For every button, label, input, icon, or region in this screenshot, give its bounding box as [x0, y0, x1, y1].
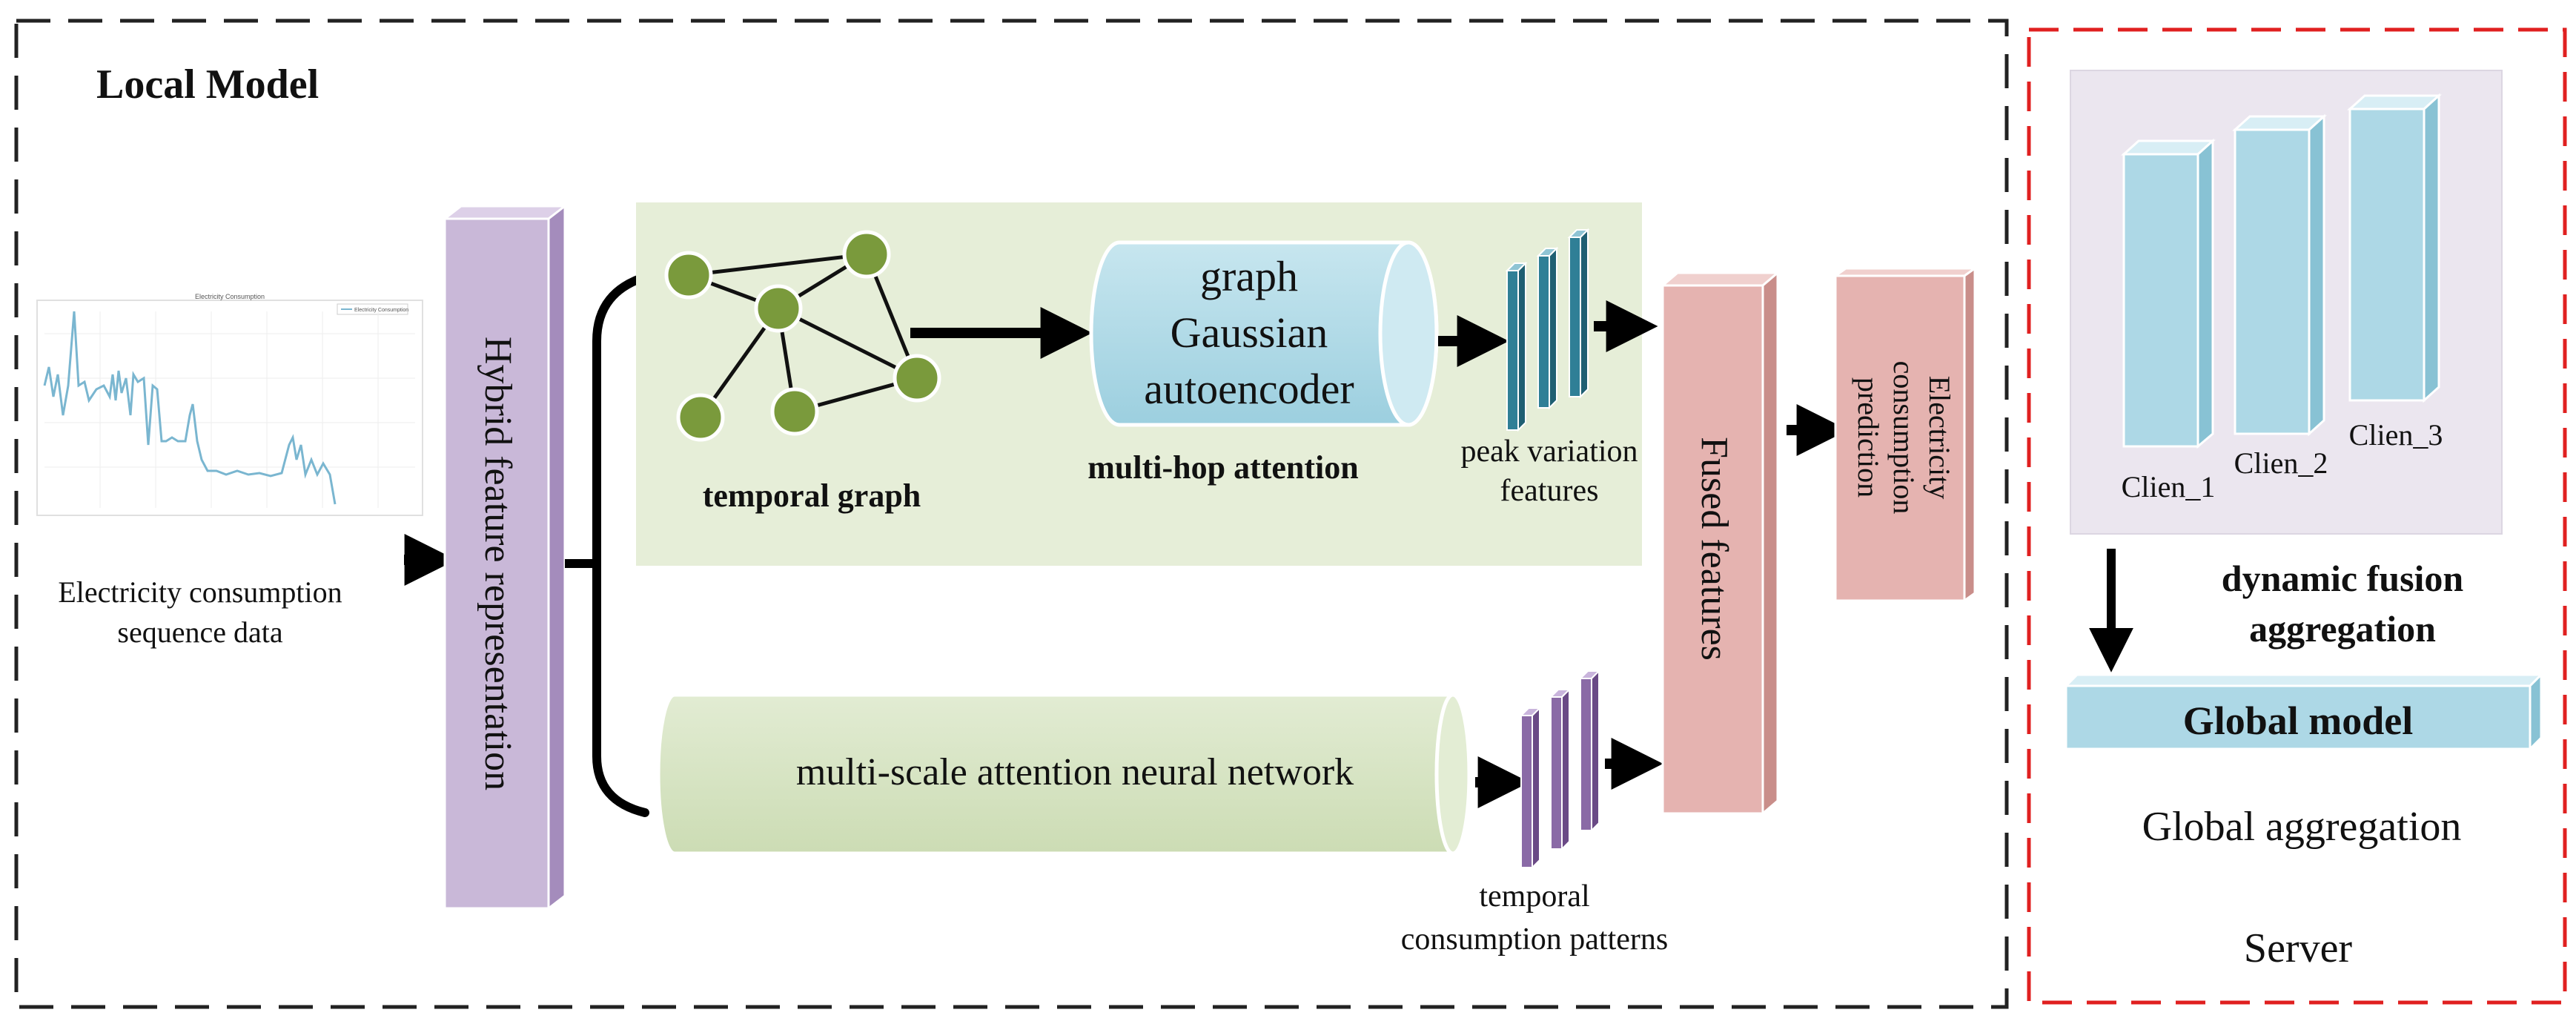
msa-cylinder	[656, 693, 1471, 856]
temporal-graph-label: temporal graph	[703, 478, 921, 514]
peak-label-line1: peak variation	[1460, 435, 1638, 469]
prediction-line1: Electricity	[1923, 376, 1956, 500]
fused-features-block	[1659, 270, 1781, 816]
fusion-label-line2: aggregation	[2249, 608, 2436, 650]
local-model-frame	[14, 19, 2009, 1009]
prediction-line2: consumption	[1887, 361, 1921, 515]
graph-node	[770, 387, 819, 436]
hybrid-feature-block	[441, 203, 569, 911]
client-3-block	[2347, 93, 2442, 403]
local-model-title: Local Model	[96, 62, 319, 108]
temporal-patterns-line2: consumption patterns	[1401, 922, 1668, 957]
gae-cylinder	[1089, 240, 1439, 427]
prediction-block	[1832, 266, 1979, 603]
graph-node	[893, 354, 941, 403]
server-label: Server	[2244, 925, 2353, 971]
gae-line3: autoencoder	[1144, 365, 1354, 413]
global-model-label: Global model	[2183, 698, 2414, 743]
global-model-block	[2063, 672, 2544, 752]
graph-node	[842, 230, 891, 279]
gae-line2: Gaussian	[1171, 308, 1328, 357]
server-frame	[2027, 27, 2567, 1005]
temporal-patterns-line1: temporal	[1479, 879, 1589, 914]
fusion-label-line1: dynamic fusion	[2222, 558, 2464, 599]
hybrid-label: Hybrid feature representation	[477, 337, 519, 790]
prediction-label: Electricity consumption prediction	[1852, 361, 1956, 515]
graph-nodes	[664, 230, 941, 442]
client-3-label: Clien_3	[2349, 418, 2443, 452]
client-1-label: Clien_1	[2122, 470, 2216, 503]
peak-label-line2: features	[1500, 474, 1599, 508]
client-2-label: Clien_2	[2234, 446, 2328, 480]
graph-node	[676, 393, 725, 442]
mini-chart-title: Electricity Consumption	[195, 293, 265, 300]
multihop-label: multi-hop attention	[1087, 449, 1358, 486]
prediction-line3: prediction	[1852, 377, 1885, 498]
input-label-line1: Electricity consumption	[58, 575, 342, 609]
gae-line1: graph	[1200, 252, 1298, 300]
graph-node	[664, 251, 713, 300]
msa-label: multi-scale attention neural network	[796, 751, 1354, 793]
client-2-block	[2232, 113, 2327, 437]
input-chart: Electricity Consumption Electricity Cons…	[36, 293, 423, 516]
client-1-block	[2121, 138, 2216, 449]
global-aggregation-label: Global aggregation	[2142, 804, 2462, 850]
mini-chart-legend: Electricity Consumption	[354, 308, 408, 313]
graph-node	[754, 284, 803, 333]
split-bracket	[592, 271, 653, 817]
temporal-feature-maps	[1519, 669, 1601, 870]
fused-label: Fused features	[1693, 437, 1735, 661]
peak-feature-maps	[1505, 228, 1590, 432]
input-label-line2: sequence data	[117, 615, 282, 649]
consumption-line	[43, 311, 337, 505]
